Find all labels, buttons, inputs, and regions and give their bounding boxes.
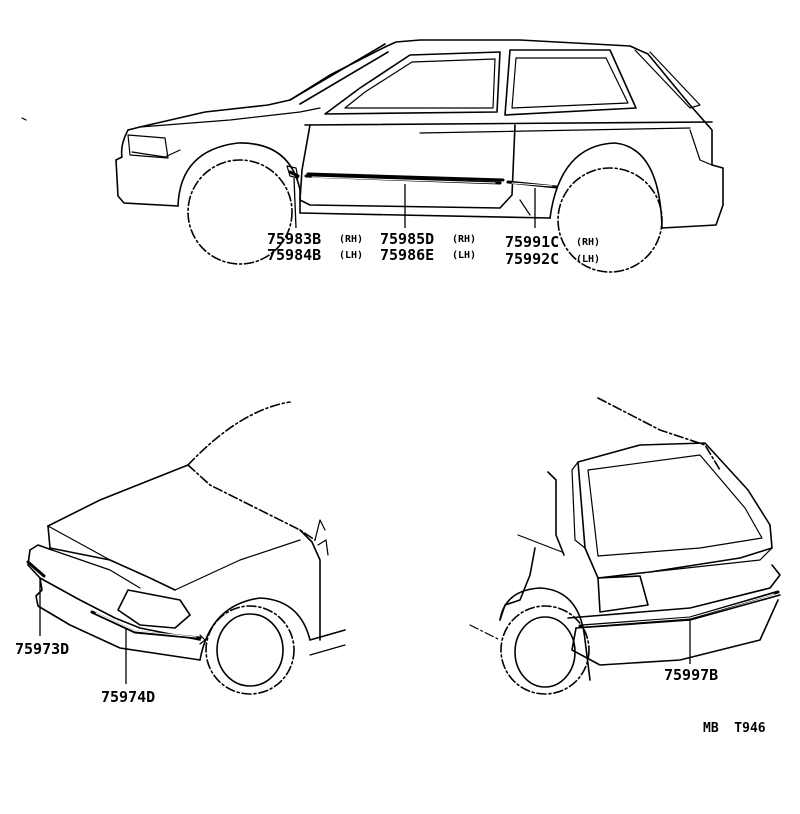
callout-group-5: 75974D — [101, 688, 155, 706]
callout-group-1: 75983B (RH) 75984B (LH) — [267, 230, 363, 264]
side-label: (RH) — [452, 234, 476, 245]
rear-view-car — [469, 397, 781, 695]
part-number: 75991C — [505, 233, 559, 251]
part-number: 75973D — [15, 640, 69, 658]
side-label: (RH) — [339, 234, 363, 245]
molding-door — [306, 172, 505, 182]
callout-group-4: 75973D — [15, 640, 69, 658]
side-label: (LH) — [576, 254, 600, 265]
part-number: 75997B — [664, 666, 718, 684]
part-number: 75986E — [380, 246, 434, 264]
part-number: 75992C — [505, 250, 559, 268]
part-number: 75984B — [267, 246, 321, 264]
front-view-car — [26, 401, 346, 695]
callout-group-6: 75997B — [664, 666, 718, 684]
side-label: (LH) — [339, 250, 363, 261]
figure-code: MB T946 — [703, 721, 766, 736]
side-label: (RH) — [576, 237, 600, 248]
callout-group-2: 75985D (RH) 75986E (LH) — [380, 230, 476, 264]
part-number: 75985D — [380, 230, 434, 248]
part-number: 75974D — [101, 688, 155, 706]
side-label: (LH) — [452, 250, 476, 261]
molding-front-door — [288, 170, 300, 178]
callout-group-3: 75991C (RH) 75992C (LH) — [505, 233, 600, 268]
part-number: 75983B — [267, 230, 321, 248]
side-view-car — [21, 39, 724, 273]
molding-front-corner — [26, 560, 46, 578]
molding-front-bumper — [90, 610, 202, 640]
